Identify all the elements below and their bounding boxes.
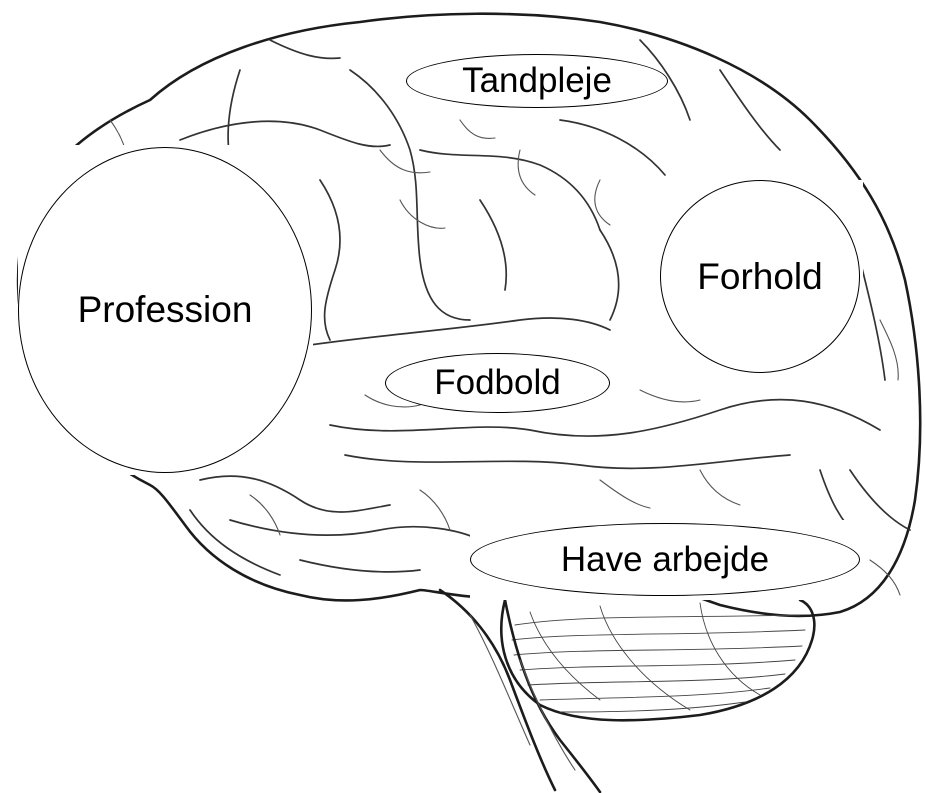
label-tandpleje: Tandpleje xyxy=(462,61,612,101)
label-forhold: Forhold xyxy=(697,256,822,298)
lateral-sulcus xyxy=(310,318,610,345)
label-profession: Profession xyxy=(78,289,253,331)
label-fodbold: Fodbold xyxy=(434,363,560,403)
brainstem-outline xyxy=(440,590,555,790)
bubble-tandpleje[interactable]: Tandpleje xyxy=(406,54,668,108)
label-have-arbejde: Have arbejde xyxy=(561,540,769,580)
cerebellum-outline xyxy=(501,600,814,720)
bubble-have-arbejde[interactable]: Have arbejde xyxy=(470,523,860,596)
bubble-forhold[interactable]: Forhold xyxy=(660,180,860,373)
bubble-fodbold[interactable]: Fodbold xyxy=(385,353,610,413)
bubble-profession[interactable]: Profession xyxy=(18,147,312,473)
